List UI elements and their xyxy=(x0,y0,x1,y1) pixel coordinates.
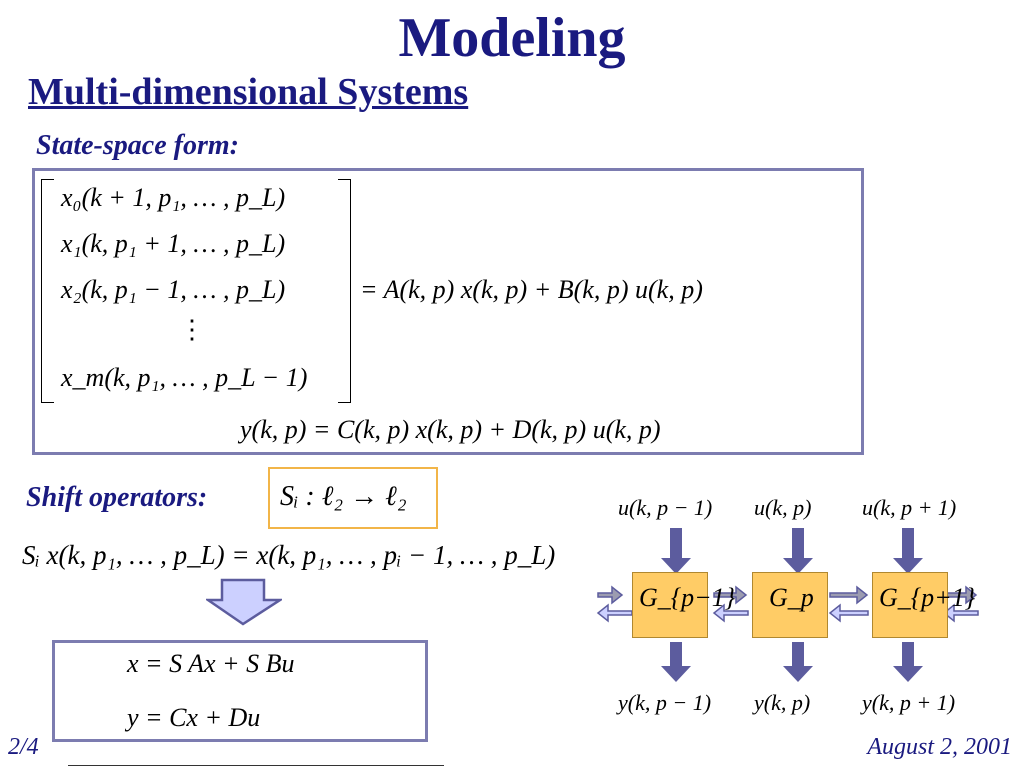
block-label-center: G_p xyxy=(769,583,814,612)
shift-operators-label: Shift operators: xyxy=(26,482,208,513)
shift-definition-box: Sᵢ : ℓ₂ → ℓ₂ xyxy=(268,467,438,529)
compact-state-eq: x = S Ax + S Bu xyxy=(127,649,295,678)
output-label-right: y(k, p + 1) xyxy=(862,690,956,715)
input-label-center: u(k, p) xyxy=(754,495,812,520)
input-arrow-center-icon xyxy=(783,528,813,574)
input-label-left: u(k, p − 1) xyxy=(618,495,713,520)
left-arrow-2-icon xyxy=(828,603,869,623)
slide-date: August 2, 2001 xyxy=(867,734,1012,760)
output-arrow-center-icon xyxy=(783,642,813,682)
divider-line xyxy=(68,765,444,766)
state-row-ellipsis: ⋮ xyxy=(179,315,205,344)
block-label-left: G_{p−1} xyxy=(639,583,736,612)
right-bracket xyxy=(338,179,351,403)
left-arrow-3-icon xyxy=(942,603,979,623)
state-space-box: x₀(k + 1, p₁, … , p_L) x₁(k, p₁ + 1, … ,… xyxy=(32,168,864,455)
shift-action: Sᵢ x(k, p₁, … , p_L) = x(k, p₁, … , pᵢ −… xyxy=(22,540,556,570)
block-g-p: G_p xyxy=(752,572,828,638)
right-arrow-0-icon xyxy=(597,585,624,605)
output-label-center: y(k, p) xyxy=(754,690,811,715)
right-arrow-1-icon xyxy=(713,585,748,605)
compact-output-eq: y = Cx + Du xyxy=(127,703,261,732)
block-g-p-minus-1: G_{p−1} xyxy=(632,572,735,638)
state-row-m: x_m(k, p₁, … , p_L − 1) xyxy=(61,363,308,392)
slide-title: Modeling xyxy=(398,7,626,69)
right-arrow-2-icon xyxy=(829,585,869,605)
output-arrow-left-icon xyxy=(661,642,691,682)
state-equation-rhs: = A(k, p) x(k, p) + B(k, p) u(k, p) xyxy=(360,275,703,304)
input-arrow-right-icon xyxy=(893,528,923,574)
slide-subtitle: Multi-dimensional Systems xyxy=(28,71,469,113)
output-equation: y(k, p) = C(k, p) x(k, p) + D(k, p) u(k,… xyxy=(240,415,661,444)
state-row-1: x₁(k, p₁ + 1, … , p_L) xyxy=(61,229,286,258)
state-row-2: x₂(k, p₁ − 1, … , p_L) xyxy=(61,275,286,304)
state-row-0: x₀(k + 1, p₁, … , p_L) xyxy=(61,183,286,212)
down-arrow-icon xyxy=(206,578,282,626)
input-arrow-left-icon xyxy=(661,528,691,574)
left-arrow-0-icon xyxy=(596,603,633,623)
block-g-p-plus-1: G_{p+1} xyxy=(872,572,975,638)
compact-system-box: x = S Ax + S Bu y = Cx + Du xyxy=(52,640,428,742)
input-label-right: u(k, p + 1) xyxy=(862,495,957,520)
output-arrow-right-icon xyxy=(893,642,923,682)
output-label-left: y(k, p − 1) xyxy=(618,690,712,715)
left-arrow-1-icon xyxy=(712,603,749,623)
state-space-label: State-space form: xyxy=(36,130,239,161)
page-number: 2/4 xyxy=(8,734,39,760)
left-bracket xyxy=(41,179,54,403)
state-vector-bracket: x₀(k + 1, p₁, … , p_L) x₁(k, p₁ + 1, … ,… xyxy=(41,179,351,403)
block-label-right: G_{p+1} xyxy=(879,583,976,612)
shift-definition: Sᵢ : ℓ₂ → ℓ₂ xyxy=(280,481,407,512)
